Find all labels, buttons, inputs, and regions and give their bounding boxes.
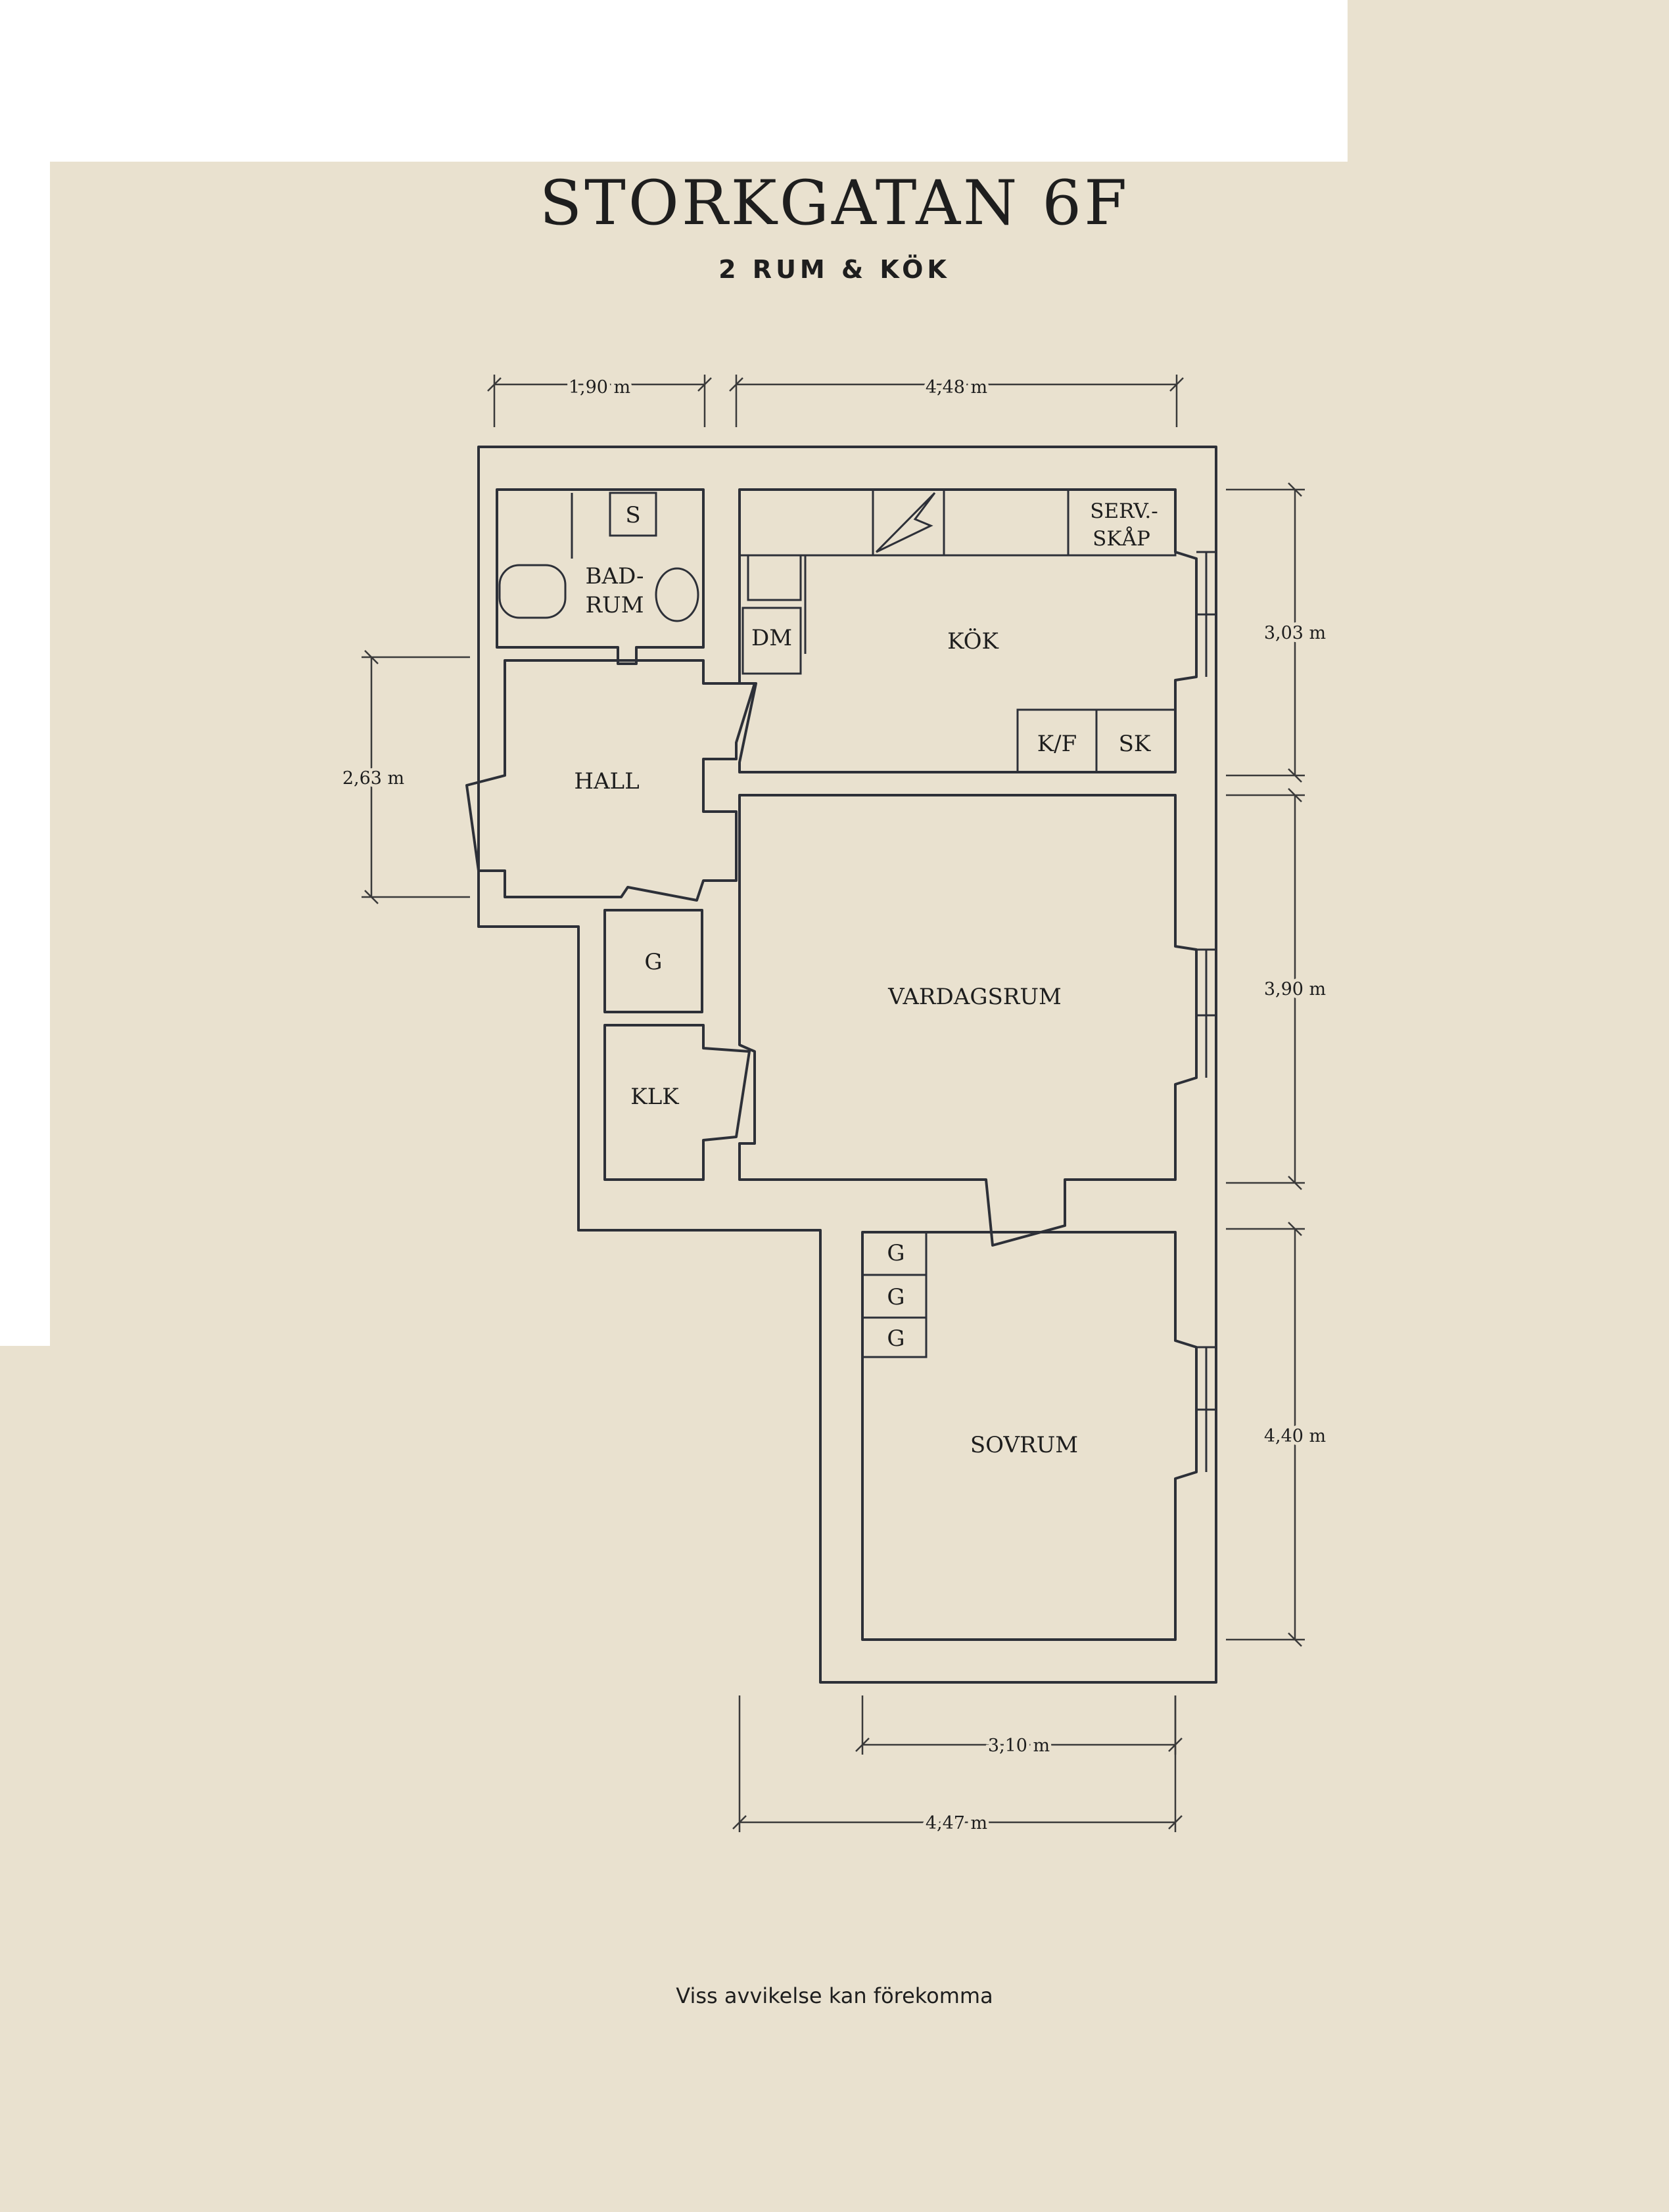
bedroom-wall [861,1231,1198,1641]
stove-zigzag-icon [875,492,936,553]
bedroom-window [1196,1346,1216,1472]
room-label-kf: K/F [1037,731,1077,757]
inner-wall-hall [465,659,756,902]
room-label-hall: HALL [574,768,639,795]
dim-right-kok [1226,482,1305,783]
dim-label-right-vardagsrum: 3,90 m [1264,979,1326,1000]
sink-icon [655,567,699,622]
living-window [1196,948,1216,1078]
dim-label-top-left: 1,90 m [569,377,630,398]
g-closet [603,909,703,1013]
page-subtitle: 2 RUM & KÖK [718,255,951,284]
page-title: STORKGATAN 6F [539,168,1130,239]
dim-left-hall [362,650,470,904]
room-label-g2: G [887,1284,905,1310]
room-label-shower: S [625,502,640,528]
sk-box [1095,708,1177,773]
dim-right-sovrum [1226,1222,1305,1647]
stove-box [872,488,945,557]
dim-top-left [487,375,712,427]
dim-top-right [729,375,1184,427]
counter-box-1 [747,554,802,601]
living-wall [738,794,1198,1247]
room-label-klk: KLK [630,1084,679,1110]
disclaimer-text: Viss avvikelse kan förekomma [676,1983,993,2008]
dim-label-bottom-inner: 3,10 m [988,1736,1050,1756]
room-label-sk: SK [1119,731,1151,757]
room-label-vardagsrum: VARDAGSRUM [887,984,1062,1010]
room-label-g3: G [887,1325,905,1352]
outer-wall [477,446,1217,1684]
serv-box [1067,488,1177,557]
dim-label-right-sovrum: 4,40 m [1264,1426,1326,1446]
room-label-kok: KÖK [947,628,999,655]
room-label-sovrum: SOVRUM [970,1432,1078,1458]
dim-bottom-outer [732,1695,1183,1832]
room-label-badrum-2: RUM [585,592,644,618]
inner-wall-bath [496,488,705,665]
room-label-serv-1: SERV.- [1090,499,1158,523]
dim-label-top-right: 4,48 m [926,377,987,398]
dim-right-vardagsrum [1226,788,1305,1190]
room-label-serv-2: SKÅP [1093,526,1150,551]
kitchen-window [1196,551,1216,677]
klk-wall [603,1024,751,1181]
room-label-dm: DM [751,625,792,651]
dim-label-right-kok: 3,03 m [1264,623,1326,643]
shower-box [609,492,657,537]
dim-label-left-hall: 2,63 m [342,768,404,789]
room-label-badrum-1: BAD- [586,563,644,589]
white-corner-left [0,0,50,1346]
g-wardrobe-3 [861,1316,928,1358]
white-corner-top [0,0,1348,162]
toilet-icon [498,564,567,619]
room-label-g1: G [887,1240,905,1266]
dim-label-bottom-outer: 4,47 m [926,1813,987,1833]
room-label-g-hall: G [644,949,662,975]
dm-box [741,607,802,675]
